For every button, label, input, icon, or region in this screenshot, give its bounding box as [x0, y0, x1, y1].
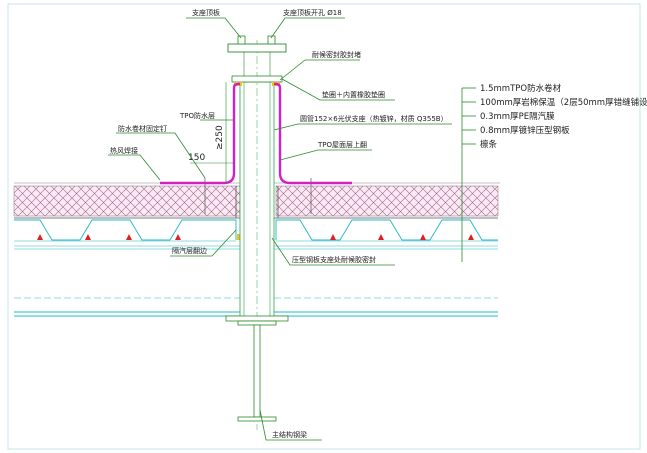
label-vapor-upturn: 隔汽层翻边	[172, 246, 207, 255]
gasket-ring	[231, 75, 283, 83]
label-deck-sealant: 压型钢板支座处耐候胶密封	[292, 255, 376, 264]
beam-bottom-flange	[237, 416, 277, 422]
layer-5: 檩条	[480, 139, 498, 150]
dimensions: ≥250 150	[188, 82, 234, 183]
deck-fasteners	[37, 234, 474, 240]
leader-vapor-upturn	[170, 229, 237, 257]
label-weathering-sealant: 耐候密封胶封堵	[312, 50, 361, 59]
beam-web	[253, 324, 261, 418]
tpo-boot-right	[274, 82, 352, 185]
steel-deck-profile	[14, 219, 498, 241]
base-plate	[225, 315, 289, 322]
label-main-steel-beam: 主结构钢梁	[272, 430, 307, 439]
leader-fixing-nail	[116, 132, 206, 179]
label-gasket: 垫圈＋内置橡胶垫圈	[322, 90, 385, 99]
leader-hot-air-weld	[108, 154, 161, 181]
dim-250-text: ≥250	[215, 125, 225, 150]
steel-tube-support	[160, 35, 352, 430]
label-fixing-nail: 防水卷材固定钉	[118, 124, 167, 133]
top-plate-bolt-left	[237, 35, 246, 45]
leader-steel-tube	[273, 123, 452, 131]
drawing-frame	[7, 3, 641, 450]
label-support-top-plate: 支座顶板	[192, 8, 220, 17]
tpo-boot-left	[160, 82, 240, 185]
roof-assembly	[13, 178, 500, 317]
top-plate-bolt-right	[267, 35, 276, 45]
leader-main-beam	[259, 409, 322, 441]
sealant-left	[237, 234, 241, 240]
support-top-plate	[227, 43, 287, 53]
leader-gasket	[281, 78, 395, 101]
leader-top-plate	[186, 17, 242, 39]
label-hot-air-weld: 热风焊接	[110, 146, 138, 155]
dim-150-text: 150	[188, 153, 205, 163]
annotations: 支座顶板 支座顶板开孔 Ø18 耐候密封胶封堵 垫圈＋内置橡胶垫圈 TPO防水层…	[108, 8, 452, 441]
leader-sealant	[279, 59, 360, 81]
layer-1: 1.5mmTPO防水卷材	[480, 83, 562, 94]
beam-top-flange	[237, 320, 277, 326]
layer-3: 0.3mm厚PE隔汽膜	[480, 111, 555, 122]
label-top-plate-hole: 支座顶板开孔 Ø18	[283, 8, 342, 17]
label-tpo-upturn: TPO屋面层上翻	[317, 140, 367, 149]
label-steel-tube-support: 圆管152×6光伏支座（热镀锌，材质 Q355B）	[300, 114, 448, 123]
layer-legend: 1.5mmTPO防水卷材 100mm厚岩棉保温（2层50mm厚错缝铺设） 0.3…	[461, 83, 647, 262]
insulation-right	[275, 185, 499, 217]
leader-tpo-upturn	[279, 149, 372, 161]
layer-4: 0.8mm厚镀锌压型钢板	[480, 125, 570, 136]
layer-2: 100mm厚岩棉保温（2层50mm厚错缝铺设）	[480, 97, 647, 108]
leader-deck-sealant	[271, 237, 395, 266]
insulation-left	[13, 185, 241, 217]
leader-top-plate-hole	[270, 17, 345, 39]
label-tpo-layer: TPO防水层	[179, 111, 215, 120]
